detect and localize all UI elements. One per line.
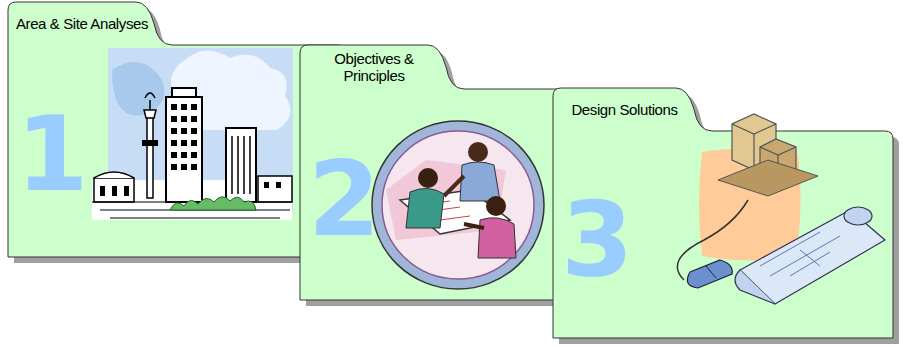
tab-label: Design Solutions	[559, 101, 690, 118]
step-number: 2	[308, 147, 380, 251]
step-number: 3	[561, 188, 633, 292]
city-illustration	[92, 48, 293, 220]
tab-label: Area & Site Analyses	[14, 15, 150, 32]
tab-label: Objectives & Principles	[306, 50, 442, 84]
design-illustration	[677, 114, 885, 304]
step-number: 1	[16, 102, 88, 206]
folder-body	[553, 88, 893, 338]
folder-body	[8, 2, 346, 257]
meeting-illustration	[372, 121, 544, 289]
